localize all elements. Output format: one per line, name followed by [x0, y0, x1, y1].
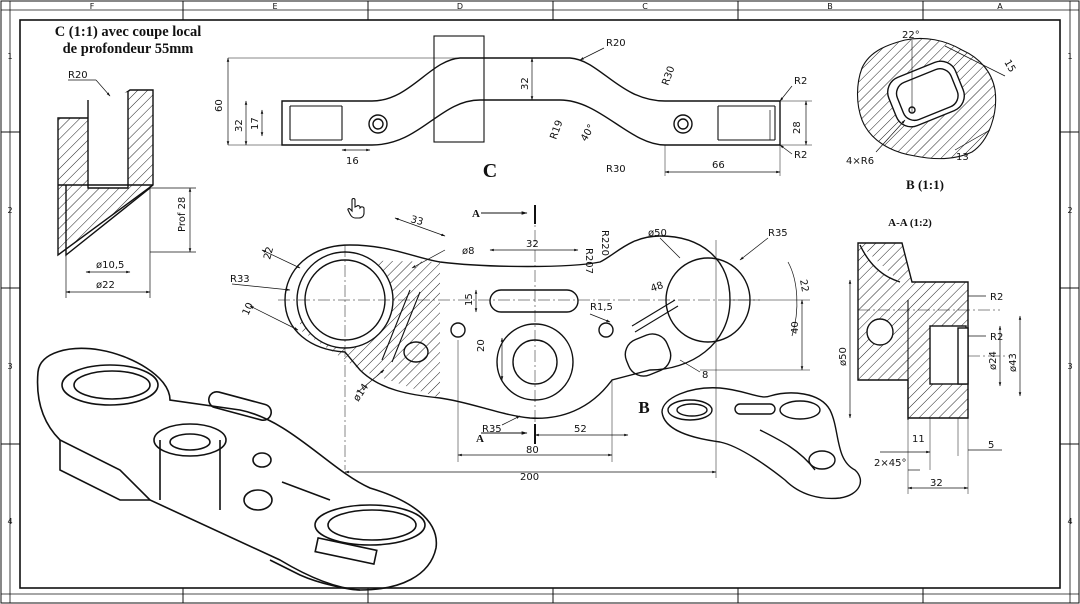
cut-label-a: A	[472, 208, 480, 220]
section-aa-dims: R2 R2 ø50 ø24 ø43 11 5 2×45° 32	[838, 292, 1019, 489]
dim-text: R2	[794, 76, 807, 87]
section-aa-view	[848, 242, 1022, 494]
isometric-view	[36, 347, 438, 591]
cut-label-a: A	[476, 433, 484, 445]
row-label: 4	[7, 517, 12, 526]
detail-b-view	[856, 37, 1006, 160]
section-aa-title: A-A (1:2)	[888, 217, 932, 229]
view-c-label: C	[483, 160, 497, 182]
dim-text: R19	[548, 119, 565, 141]
dim-text: 32	[234, 119, 245, 132]
dim-text: ø8	[462, 246, 474, 257]
section-c-dims: R20 ø10,5 ø22 Prof 28	[68, 70, 188, 291]
dim-text: 40	[790, 321, 801, 334]
dim-text: ø24	[988, 351, 999, 370]
dim-text: R1,5	[590, 302, 613, 313]
dim-text: R207	[583, 248, 594, 274]
title-line: C (1:1) avec coupe local	[54, 24, 202, 40]
dim-text: 2×45°	[874, 458, 906, 469]
plan-view-dims: 33 22 ø8 32 R207 R220 ø50 R35 R33 15 48 …	[230, 214, 810, 483]
dim-text: 8	[702, 370, 708, 381]
section-c-view	[57, 79, 196, 298]
row-label: 3	[1067, 362, 1072, 371]
dim-text: R20	[68, 70, 88, 81]
row-label: 2	[7, 206, 12, 215]
dim-text: 60	[214, 99, 225, 112]
hand-cursor-icon	[347, 197, 365, 219]
plan-view	[231, 205, 810, 478]
dim-text: 40°	[579, 123, 597, 144]
dim-text: 20	[476, 339, 487, 352]
dim-text: ø50	[648, 228, 667, 239]
dim-text: ø50	[838, 347, 849, 366]
row-label: 1	[7, 52, 12, 61]
dim-text: 4×R6	[846, 156, 874, 167]
row-label: 2	[1067, 206, 1072, 215]
isometric-view-small	[661, 387, 862, 500]
dim-text: R2	[990, 292, 1003, 303]
dim-text: R30	[660, 65, 677, 87]
dim-text: 80	[526, 445, 539, 456]
dim-text: 32	[520, 77, 531, 90]
dim-text: 28	[792, 121, 803, 134]
dim-text: 22	[262, 246, 276, 261]
dim-text: 52	[574, 424, 587, 435]
dim-text: 5	[988, 440, 994, 451]
dim-text: 22	[797, 279, 810, 293]
row-label: 3	[7, 362, 12, 371]
dim-text: 32	[526, 239, 539, 250]
dim-text: R30	[606, 164, 626, 175]
dim-text: R35	[768, 228, 788, 239]
dim-text: 200	[520, 472, 539, 483]
dim-text: 32	[930, 478, 943, 489]
col-label: F	[90, 2, 95, 11]
dim-text: ø43	[1008, 353, 1019, 372]
side-view	[226, 35, 812, 176]
dim-text: ø14	[351, 382, 371, 404]
dim-text: R35	[482, 424, 502, 435]
section-c-title: C (1:1) avec coupe local de profondeur 5…	[28, 24, 228, 58]
dim-text: 15	[1001, 58, 1017, 75]
dim-text: 11	[912, 434, 925, 445]
dim-text: R2	[794, 150, 807, 161]
dim-text: ø22	[96, 280, 115, 291]
section-cut-labels: A A	[472, 208, 484, 445]
col-label: A	[997, 2, 1003, 11]
dim-text: 48	[649, 280, 665, 295]
dim-text: 16	[346, 156, 359, 167]
dim-text: 17	[250, 117, 261, 130]
dim-text: R33	[230, 274, 250, 285]
dim-text: 15	[464, 293, 475, 306]
dim-text: Prof 28	[177, 197, 188, 232]
row-label: 1	[1067, 52, 1072, 61]
view-b-label: B	[638, 398, 649, 417]
col-label: E	[272, 2, 277, 11]
col-label: B	[827, 2, 833, 11]
dim-text: R2	[990, 332, 1003, 343]
col-label: C	[642, 2, 648, 11]
dim-text: ø10,5	[96, 260, 124, 271]
frame-row-labels: 1 2 3 4 1 2 3 4	[7, 52, 1072, 526]
dim-text: 66	[712, 160, 725, 171]
dim-text: 33	[409, 214, 424, 228]
frame-column-labels: F E D C B A	[90, 2, 1004, 11]
dim-text: 22°	[902, 30, 920, 41]
dim-text: R220	[599, 230, 610, 256]
detail-b-title: B (1:1)	[906, 177, 944, 192]
dim-text: 13	[956, 152, 969, 163]
row-label: 4	[1067, 517, 1072, 526]
dim-text: R20	[606, 38, 626, 49]
dim-text: 10	[241, 301, 256, 317]
col-label: D	[457, 2, 463, 11]
title-line: de profondeur 55mm	[62, 41, 194, 57]
